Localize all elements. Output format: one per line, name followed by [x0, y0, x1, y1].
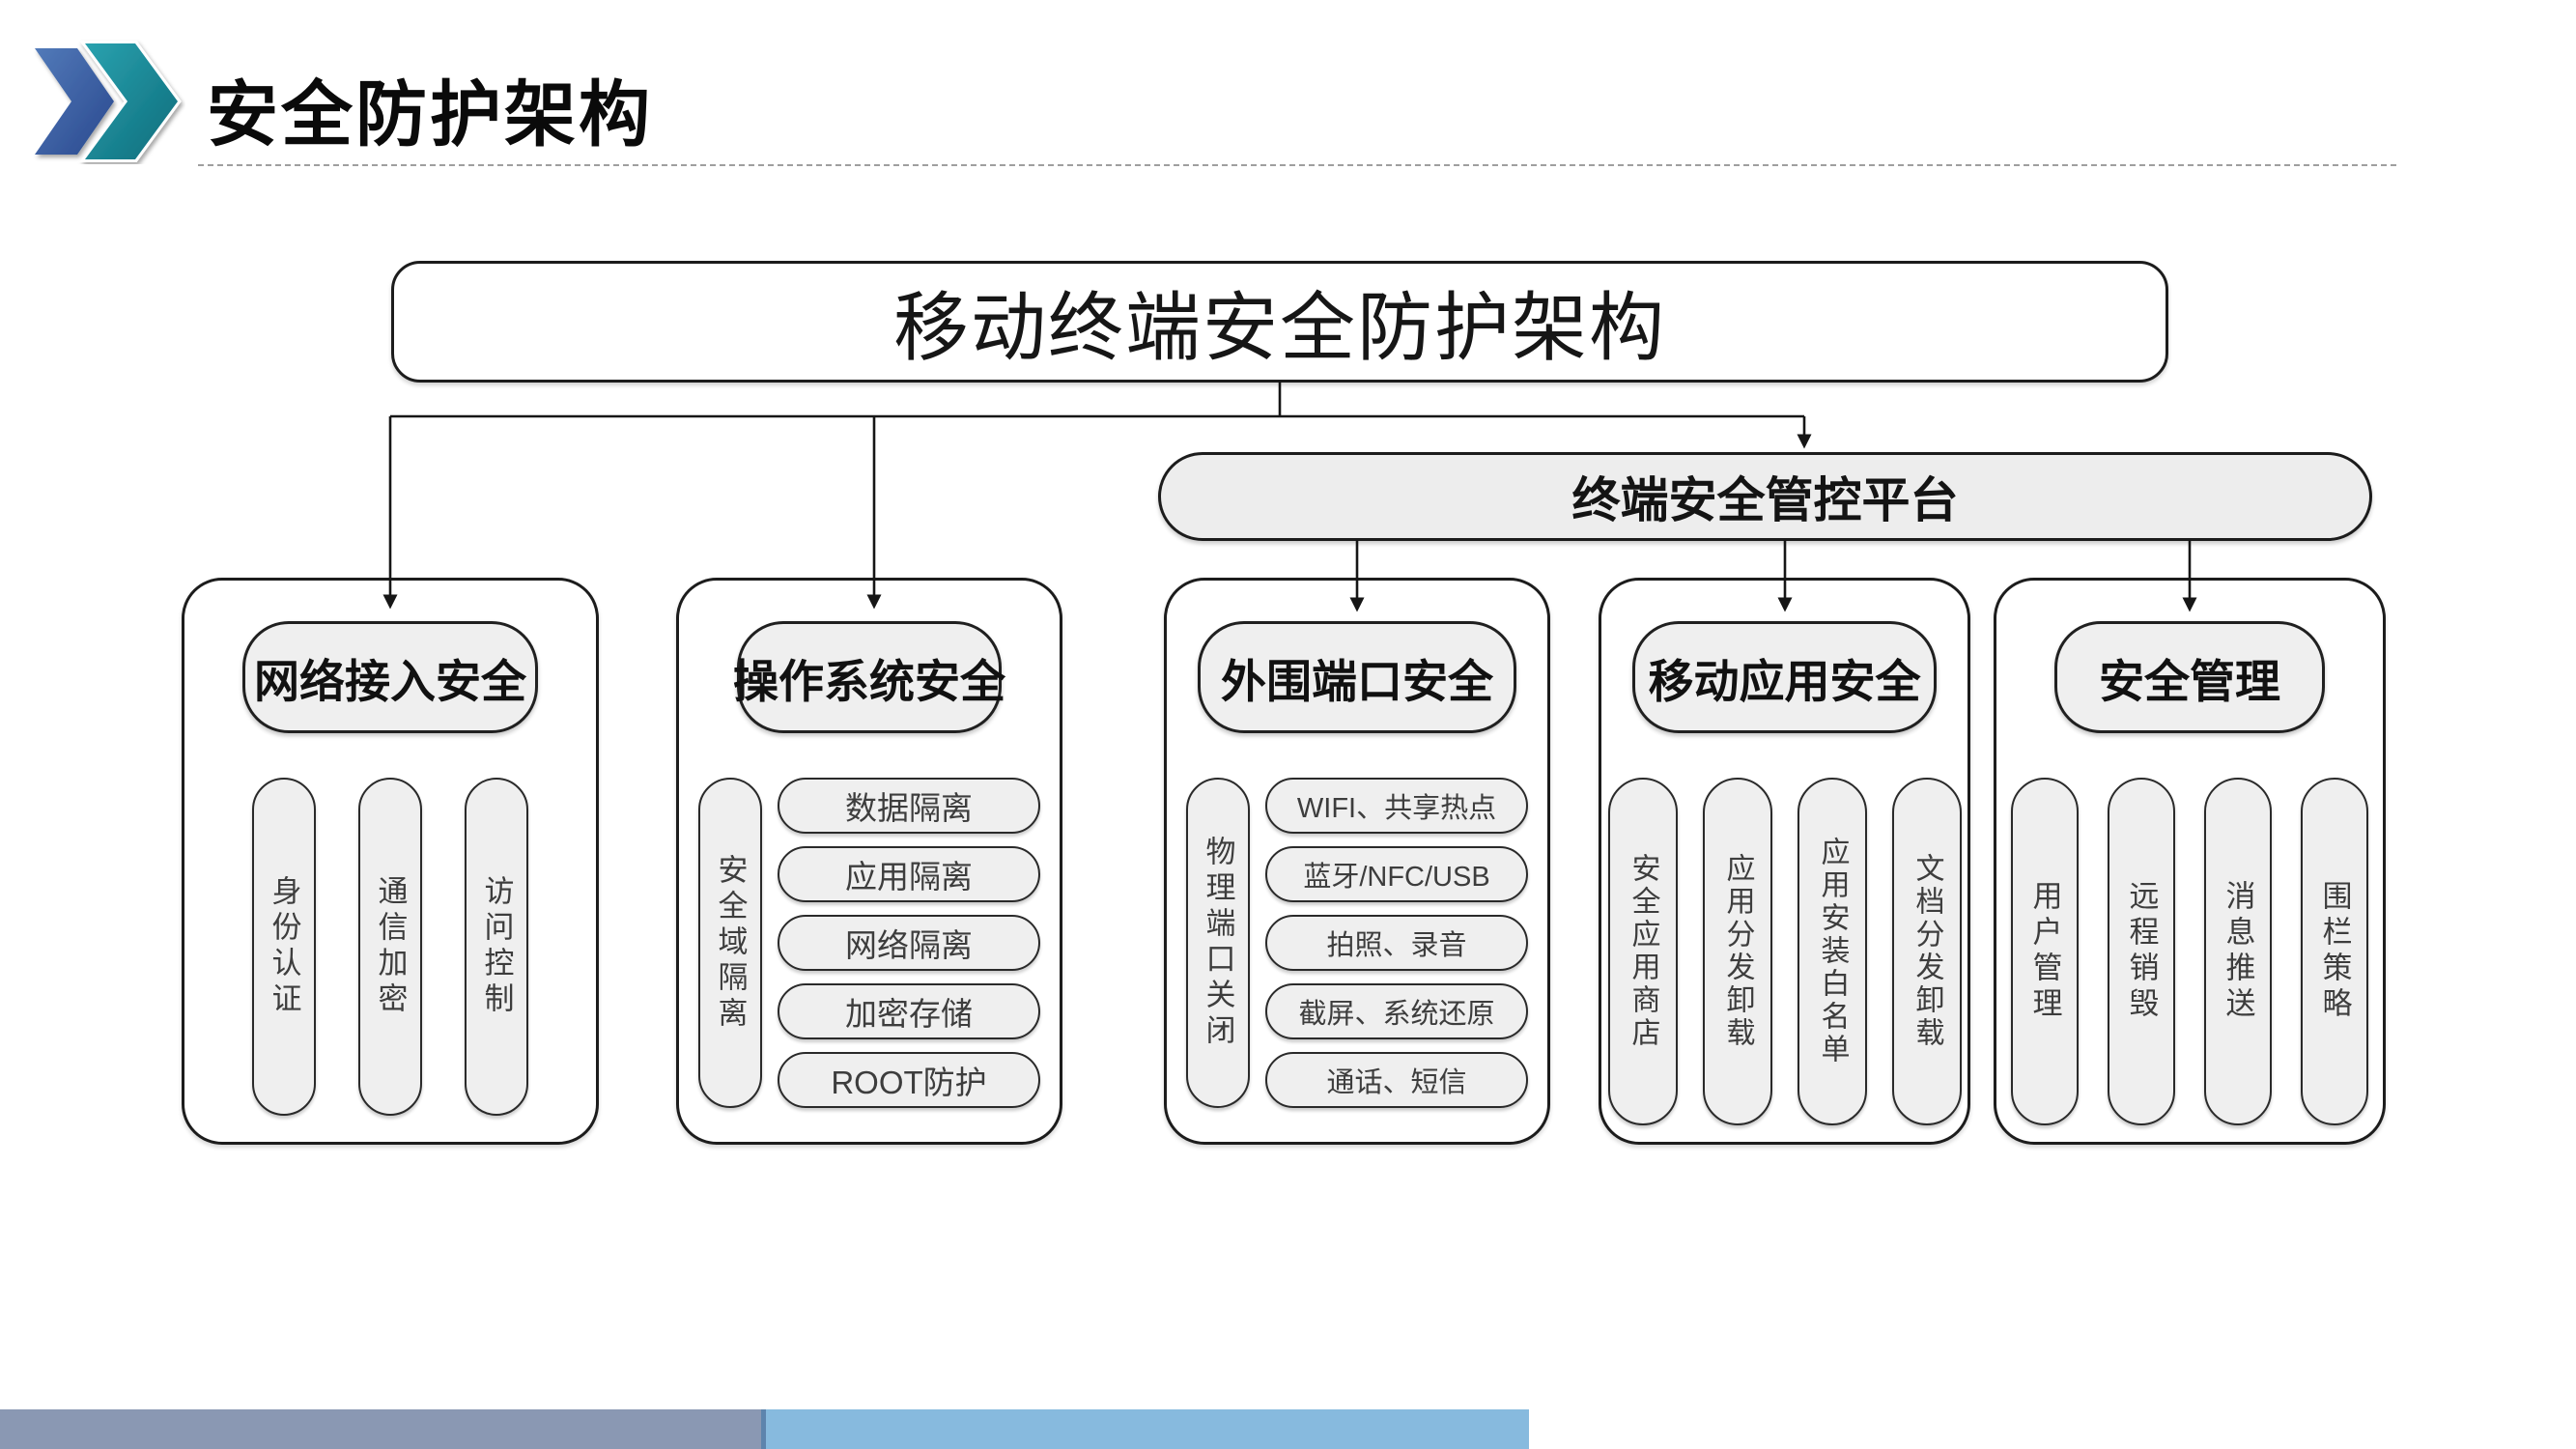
item-pill: 用户管理 — [2011, 778, 2079, 1125]
item-pill: 身份认证 — [252, 778, 316, 1116]
column-security-management: 安全管理 用户管理 远程销毁 消息推送 围栏策略 — [1994, 578, 2386, 1145]
side-item-pill: 物理端口关闭 — [1186, 778, 1250, 1108]
item-pill: 应用隔离 — [778, 846, 1040, 902]
item-stack: WIFI、共享热点 蓝牙/NFC/USB 拍照、录音 截屏、系统还原 通话、短信 — [1265, 778, 1528, 1108]
item-pill: 通信加密 — [358, 778, 422, 1116]
double-chevron-icon — [35, 41, 182, 162]
item-pill: 通话、短信 — [1265, 1052, 1528, 1108]
item-pill: 文档分发卸载 — [1891, 778, 1962, 1125]
column-mobile-app-security: 移动应用安全 安全应用商店 应用分发卸载 应用安装白名单 文档分发卸载 — [1599, 578, 1970, 1145]
item-pill: 访问控制 — [465, 778, 528, 1116]
item-pill: 应用分发卸载 — [1702, 778, 1772, 1125]
platform-node-terminal-management: 终端安全管控平台 — [1158, 452, 2372, 541]
item-pill: 截屏、系统还原 — [1265, 983, 1528, 1039]
item-pill: 拍照、录音 — [1265, 915, 1528, 971]
item-pill: 网络隔离 — [778, 915, 1040, 971]
item-pill: 远程销毁 — [2108, 778, 2175, 1125]
footer-bar-left — [0, 1409, 761, 1449]
item-pill: 应用安装白名单 — [1797, 778, 1867, 1125]
column-header: 操作系统安全 — [733, 621, 1005, 733]
item-pill: 消息推送 — [2204, 778, 2272, 1125]
column-network-access-security: 网络接入安全 身份认证 通信加密 访问控制 — [182, 578, 599, 1145]
item-pill: 加密存储 — [778, 983, 1040, 1039]
title-underline — [198, 164, 2396, 166]
item-pill: 数据隔离 — [778, 778, 1040, 834]
column-items: 安全应用商店 应用分发卸载 应用安装白名单 文档分发卸载 — [1601, 778, 1967, 1125]
column-header: 外围端口安全 — [1198, 621, 1516, 733]
item-pill: 蓝牙/NFC/USB — [1265, 846, 1528, 902]
item-stack: 数据隔离 应用隔离 网络隔离 加密存储 ROOT防护 — [778, 778, 1040, 1108]
column-peripheral-port-security: 外围端口安全 物理端口关闭 WIFI、共享热点 蓝牙/NFC/USB 拍照、录音… — [1164, 578, 1550, 1145]
side-item-pill: 安全域隔离 — [698, 778, 762, 1108]
root-node-mobile-terminal-architecture: 移动终端安全防护架构 — [391, 261, 2168, 383]
footer-bar-right — [766, 1409, 1529, 1449]
item-pill: 安全应用商店 — [1607, 778, 1678, 1125]
column-items: 安全域隔离 数据隔离 应用隔离 网络隔离 加密存储 ROOT防护 — [679, 778, 1060, 1108]
column-header: 移动应用安全 — [1632, 621, 1937, 733]
item-pill: 围栏策略 — [2301, 778, 2368, 1125]
column-items: 用户管理 远程销毁 消息推送 围栏策略 — [1996, 778, 2383, 1125]
column-items: 物理端口关闭 WIFI、共享热点 蓝牙/NFC/USB 拍照、录音 截屏、系统还… — [1167, 778, 1547, 1108]
column-header: 网络接入安全 — [242, 621, 538, 733]
footer-bar-divider — [761, 1409, 766, 1449]
column-items: 身份认证 通信加密 访问控制 — [184, 778, 596, 1116]
column-header: 安全管理 — [2054, 621, 2325, 733]
item-pill: ROOT防护 — [778, 1052, 1040, 1108]
page-title: 安全防护架构 — [207, 73, 653, 155]
column-os-security: 操作系统安全 安全域隔离 数据隔离 应用隔离 网络隔离 加密存储 ROOT防护 — [676, 578, 1062, 1145]
item-pill: WIFI、共享热点 — [1265, 778, 1528, 834]
